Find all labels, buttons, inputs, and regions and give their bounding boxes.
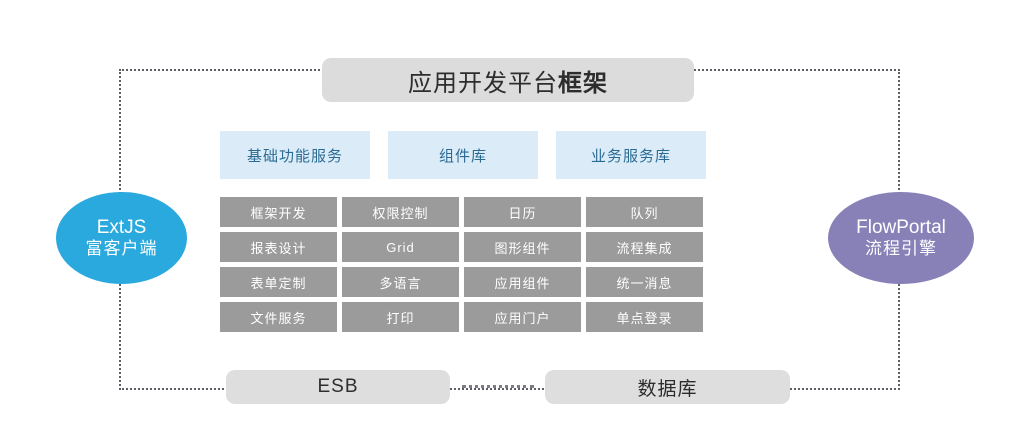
platform-title-box: 应用开发平台框架 xyxy=(322,58,694,102)
module-label: 单点登录 xyxy=(616,310,673,326)
module-cell[interactable]: 统一消息 xyxy=(586,267,703,297)
node-title: FlowPortal xyxy=(856,217,946,239)
node-subtitle: 富客户端 xyxy=(85,239,158,259)
module-cell[interactable]: 打印 xyxy=(342,302,459,332)
node-extjs-client[interactable]: ExtJS 富客户端 xyxy=(56,192,187,284)
category-box-business-service-library[interactable]: 业务服务库 xyxy=(556,131,706,179)
module-cell[interactable]: 权限控制 xyxy=(342,197,459,227)
category-label: 基础功能服务 xyxy=(246,147,343,165)
module-cell[interactable]: 多语言 xyxy=(342,267,459,297)
module-label: 文件服务 xyxy=(250,310,307,326)
category-box-basic-services[interactable]: 基础功能服务 xyxy=(220,131,370,179)
module-label: 框架开发 xyxy=(250,205,307,221)
module-label: 应用组件 xyxy=(494,275,551,291)
category-label: 业务服务库 xyxy=(590,147,671,165)
module-label: 打印 xyxy=(386,310,415,326)
bottom-box-label: 数据库 xyxy=(637,378,698,400)
bottom-box-label: ESB xyxy=(317,376,359,397)
bottom-box-database[interactable]: 数据库 xyxy=(545,370,790,404)
node-subtitle: 流程引擎 xyxy=(865,239,937,259)
module-cell[interactable]: 报表设计 xyxy=(220,232,337,262)
module-label: 报表设计 xyxy=(250,240,307,256)
module-label: 日历 xyxy=(508,205,537,221)
module-label: 统一消息 xyxy=(616,275,673,291)
module-cell[interactable]: 框架开发 xyxy=(220,197,337,227)
category-label: 组件库 xyxy=(438,147,487,165)
module-cell[interactable]: 应用组件 xyxy=(464,267,581,297)
module-label: 多语言 xyxy=(379,275,422,291)
dotted-connector xyxy=(462,385,534,388)
module-cell[interactable]: 队列 xyxy=(586,197,703,227)
module-cell[interactable]: 图形组件 xyxy=(464,232,581,262)
platform-boundary-frame xyxy=(119,69,900,390)
category-box-component-library[interactable]: 组件库 xyxy=(388,131,538,179)
node-flowportal-engine[interactable]: FlowPortal 流程引擎 xyxy=(828,192,974,284)
module-cell[interactable]: 表单定制 xyxy=(220,267,337,297)
bottom-box-esb[interactable]: ESB xyxy=(226,370,450,404)
module-label: Grid xyxy=(386,239,415,255)
module-label: 表单定制 xyxy=(250,275,307,291)
page-title-normal: 应用开发平台 xyxy=(408,69,558,97)
page-title: 应用开发平台框架 xyxy=(408,63,608,98)
module-cell[interactable]: Grid xyxy=(342,232,459,262)
module-cell[interactable]: 单点登录 xyxy=(586,302,703,332)
module-label: 权限控制 xyxy=(372,205,429,221)
module-cell[interactable]: 应用门户 xyxy=(464,302,581,332)
module-label: 图形组件 xyxy=(494,240,551,256)
node-title: ExtJS xyxy=(96,217,147,239)
module-cell[interactable]: 文件服务 xyxy=(220,302,337,332)
module-cell[interactable]: 日历 xyxy=(464,197,581,227)
module-label: 队列 xyxy=(630,205,659,221)
module-label: 流程集成 xyxy=(616,240,673,256)
module-label: 应用门户 xyxy=(494,310,551,326)
page-title-bold: 框架 xyxy=(558,69,608,97)
module-cell[interactable]: 流程集成 xyxy=(586,232,703,262)
